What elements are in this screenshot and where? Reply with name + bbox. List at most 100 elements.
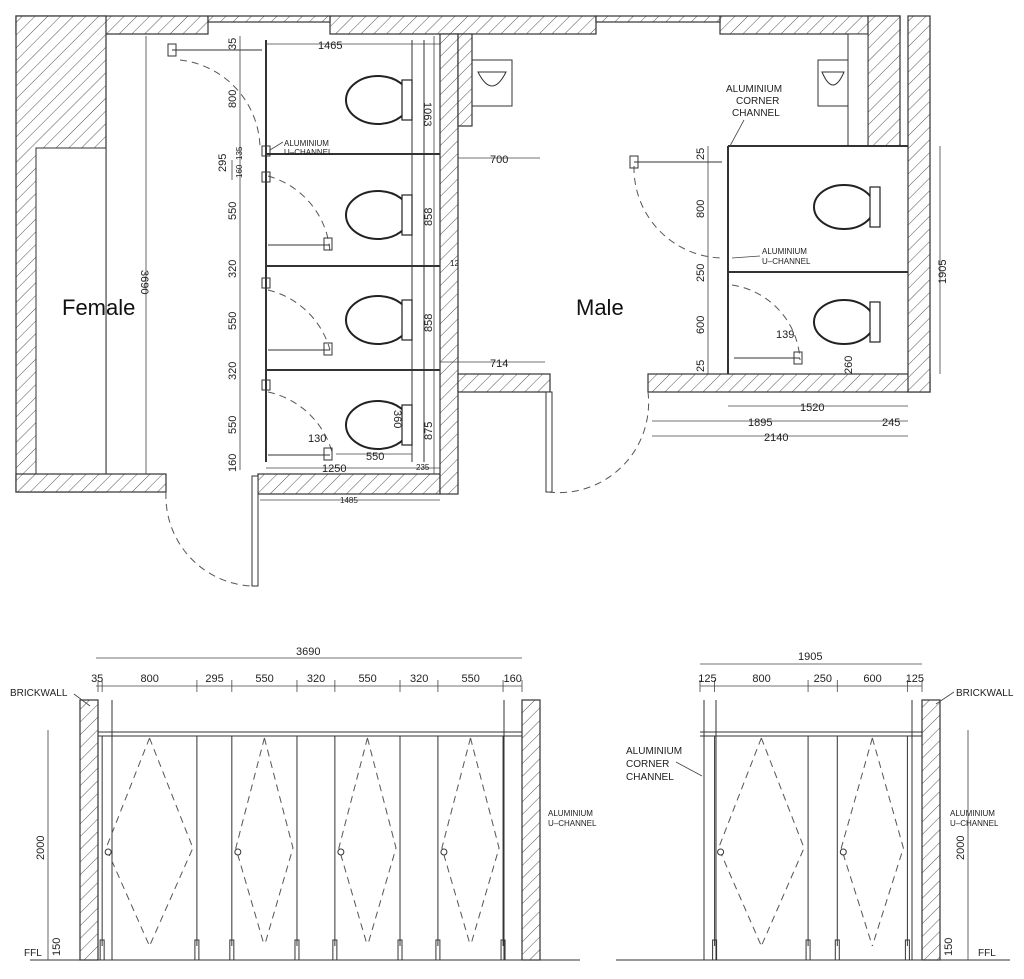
dim-male-600: 600 [695, 316, 707, 334]
dim-320-a: 320 [227, 260, 239, 278]
label-u-channel-2: U–CHANNEL [284, 148, 333, 157]
wall-bottom-female [257, 473, 441, 495]
door-swing-male-entrance [547, 391, 650, 494]
elev-f-brickwall: BRICKWALL [10, 688, 68, 699]
basin-right [817, 59, 849, 107]
elev-f-door-swing [441, 737, 471, 947]
dim-12-a: 12 [450, 259, 459, 268]
toilet-male-2 [813, 299, 875, 345]
wall-bottom-male [647, 373, 931, 393]
dim-135: 135 [235, 146, 244, 160]
dim-male-250: 250 [695, 264, 707, 282]
elev-f-foot [500, 939, 506, 961]
elev-f-door-knob [234, 848, 242, 856]
dim-160: 160 [235, 164, 244, 178]
wall-left-void [36, 148, 106, 474]
elev-f-foot [194, 939, 200, 961]
female-dimensions: 1465 1063 35 800 295 160 135 550 320 550… [138, 36, 545, 505]
elev-m-u-channel-2: U–CHANNEL [950, 819, 999, 828]
elev-f-door-swing [366, 737, 397, 947]
dim-875: 875 [423, 422, 435, 440]
elev-m-wall-right [921, 699, 941, 961]
elev-m-corner-2: CORNER [626, 759, 669, 770]
elev-m-seg-label: 250 [814, 673, 832, 685]
dim-male-1905: 1905 [937, 260, 949, 284]
wall-bottom-left [15, 473, 167, 493]
toilet-male-1 [813, 184, 875, 230]
wall-bottom-mid [457, 373, 551, 393]
elev-f-door-swing [235, 737, 265, 947]
elev-f-door-knob [440, 848, 448, 856]
dim-1485: 1485 [340, 496, 358, 505]
dim-550-b: 550 [227, 312, 239, 330]
elev-f-u-channel-1: ALUMINIUM [548, 809, 593, 818]
elev-f-foot [435, 939, 441, 961]
elev-m-foot [904, 939, 910, 961]
dim-35: 35 [227, 38, 239, 50]
dim-360: 360 [391, 410, 403, 428]
floor-plan: 1465 1063 35 800 295 160 135 550 320 550… [15, 15, 949, 587]
dim-male-25-a: 25 [695, 148, 707, 160]
elev-f-door-swing [149, 737, 194, 947]
elev-m-seg-label: 800 [752, 673, 770, 685]
elev-m-door-swing [840, 737, 873, 947]
elev-f-seg-label: 320 [410, 673, 428, 685]
toilet-3 [345, 295, 411, 345]
elev-f-foot [99, 939, 105, 961]
dim-male-2140: 2140 [764, 432, 788, 444]
wall-divider [439, 33, 459, 495]
dim-1250: 1250 [322, 463, 346, 475]
elev-f-seg-label: 295 [205, 673, 223, 685]
dim-550-a: 550 [227, 202, 239, 220]
dim-858-a: 858 [423, 208, 435, 226]
elev-f-foot [397, 939, 403, 961]
elev-m-door-knob [717, 848, 725, 856]
elev-m-ffl: FFL [978, 948, 996, 959]
dim-700: 700 [490, 154, 508, 166]
dim-3690: 3690 [138, 270, 150, 294]
elev-m-seg-label: 125 [906, 673, 924, 685]
elev-f-seg-label: 320 [307, 673, 325, 685]
elev-m-foot [805, 939, 811, 961]
elev-f-door-knob [337, 848, 345, 856]
elev-f-ffl: FFL [24, 948, 42, 959]
dim-1063: 1063 [421, 102, 433, 126]
elev-f-foot [229, 939, 235, 961]
elev-f-wall-right [521, 699, 541, 961]
door-swing-3 [267, 289, 331, 351]
room-female: Female [62, 295, 135, 320]
dim-1465: 1465 [318, 40, 342, 52]
dim-858-b: 858 [423, 314, 435, 332]
elev-f-seg-label: 550 [461, 673, 479, 685]
elev-f-seg-label: 160 [504, 673, 522, 685]
toilet-2 [345, 190, 411, 240]
toilet-1 [345, 75, 411, 125]
dim-130: 130 [308, 433, 326, 445]
wall-top-mid [329, 15, 597, 35]
door-swing-2 [267, 175, 331, 253]
elev-f-base: 150 [51, 938, 63, 956]
elev-m-height: 2000 [955, 836, 967, 860]
elev-m-door-swing [760, 737, 805, 947]
label-corner-1: ALUMINIUM [726, 84, 782, 95]
door-swing-male-1 [633, 165, 723, 259]
label-corner-3: CHANNEL [732, 108, 780, 119]
label-male-u-channel-2: U–CHANNEL [762, 257, 811, 266]
elev-m-foot [834, 939, 840, 961]
elev-f-seg-label: 35 [91, 673, 103, 685]
dim-male-1895: 1895 [748, 417, 772, 429]
label-corner-2: CORNER [736, 96, 779, 107]
plan-walls [15, 15, 931, 587]
dim-800: 800 [227, 90, 239, 108]
elev-m-seg-label: 600 [863, 673, 881, 685]
elev-f-foot [332, 939, 338, 961]
elev-m-total: 1905 [798, 651, 822, 663]
dim-male-260: 260 [843, 356, 855, 374]
label-male-u-channel-1: ALUMINIUM [762, 247, 807, 256]
elev-m-corner-3: CHANNEL [626, 772, 674, 783]
elev-m-corner-1: ALUMINIUM [626, 746, 682, 757]
room-male: Male [576, 295, 624, 320]
door-swing-1 [179, 59, 261, 151]
